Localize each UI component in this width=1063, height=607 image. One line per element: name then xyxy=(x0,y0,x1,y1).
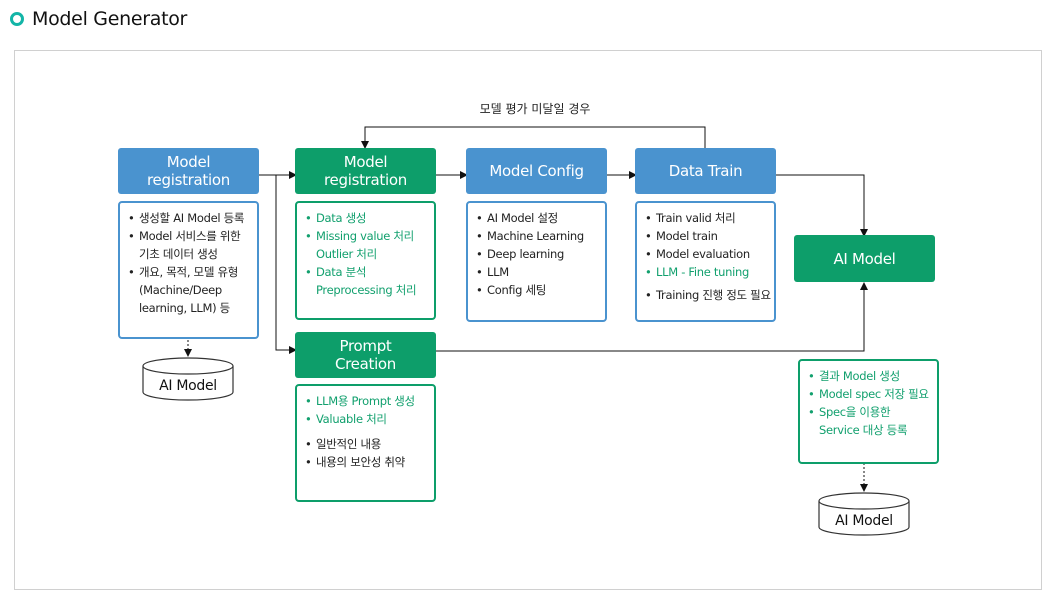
detail-item: Spec을 이용한 Service 대상 등록 xyxy=(808,403,931,439)
prompt-creation-details: LLM용 Prompt 생성 Valuable 처리 일반적인 내용 내용의 보… xyxy=(295,384,436,502)
page-title: Model Generator xyxy=(32,8,188,30)
database-icon: AI Model xyxy=(817,491,911,537)
database-icon: AI Model xyxy=(141,356,235,402)
connector-line xyxy=(436,282,868,352)
database-label: AI Model xyxy=(835,513,893,529)
node-label: Prompt Creation xyxy=(334,337,397,373)
model-registration-node: Model registration xyxy=(118,148,259,194)
data-train-details: Train valid 처리 Model train Model evaluat… xyxy=(635,201,776,322)
circle-icon xyxy=(10,12,24,26)
node-label: Model registration xyxy=(324,153,407,189)
detail-item: Train valid 처리 xyxy=(645,209,772,227)
node-label: Data Train xyxy=(668,162,743,180)
detail-item: AI Model 설정 xyxy=(476,209,599,227)
detail-item: 개요, 목적, 모델 유형 (Machine/Deep learning, LL… xyxy=(128,263,251,317)
detail-item: Model evaluation xyxy=(645,245,772,263)
data-registration-details: Data 생성 Missing value 처리 Outlier 처리 Data… xyxy=(295,201,436,320)
model-config-node: Model Config xyxy=(466,148,607,194)
detail-item: Missing value 처리 Outlier 처리 xyxy=(305,227,428,263)
detail-item: Config 세팅 xyxy=(476,281,599,299)
prompt-creation-node: Prompt Creation xyxy=(295,332,436,378)
detail-item: LLM - Fine tuning xyxy=(645,263,772,281)
feedback-loop-line xyxy=(361,126,706,149)
database-label: AI Model xyxy=(159,378,217,394)
detail-item: Machine Learning xyxy=(476,227,599,245)
detail-item: Model spec 저장 필요 xyxy=(808,385,931,403)
detail-item: Model 서비스를 위한 기초 데이터 생성 xyxy=(128,227,251,263)
detail-item: Valuable 처리 xyxy=(305,410,428,428)
detail-item: 결과 Model 생성 xyxy=(808,367,931,385)
model-config-details: AI Model 설정 Machine Learning Deep learni… xyxy=(466,201,607,322)
node-label: Model registration xyxy=(147,153,230,189)
detail-item: Training 진행 정도 필요 xyxy=(645,286,772,304)
data-registration-node: Model registration xyxy=(295,148,436,194)
detail-item: LLM용 Prompt 생성 xyxy=(305,392,428,410)
ai-model-details: 결과 Model 생성 Model spec 저장 필요 Spec을 이용한 S… xyxy=(798,359,939,464)
node-label: Model Config xyxy=(489,162,584,180)
detail-item: 내용의 보안성 취약 xyxy=(305,453,428,471)
diagram-frame xyxy=(14,50,1042,590)
detail-item: LLM xyxy=(476,263,599,281)
loop-condition-label: 모델 평가 미달일 경우 xyxy=(479,102,591,116)
ai-model-node: AI Model xyxy=(794,235,935,282)
detail-item: Data 분석 Preprocessing 처리 xyxy=(305,263,428,299)
connector-line xyxy=(776,174,868,237)
detail-item: Model train xyxy=(645,227,772,245)
page-header: Model Generator xyxy=(10,7,187,31)
node-label: AI Model xyxy=(833,249,896,268)
detail-item: Data 생성 xyxy=(305,209,428,227)
model-registration-details: 생성할 AI Model 등록 Model 서비스를 위한 기초 데이터 생성 … xyxy=(118,201,259,339)
detail-item: 일반적인 내용 xyxy=(305,435,428,453)
data-train-node: Data Train xyxy=(635,148,776,194)
detail-item: 생성할 AI Model 등록 xyxy=(128,209,251,227)
detail-item: Deep learning xyxy=(476,245,599,263)
connector-line xyxy=(259,174,297,354)
